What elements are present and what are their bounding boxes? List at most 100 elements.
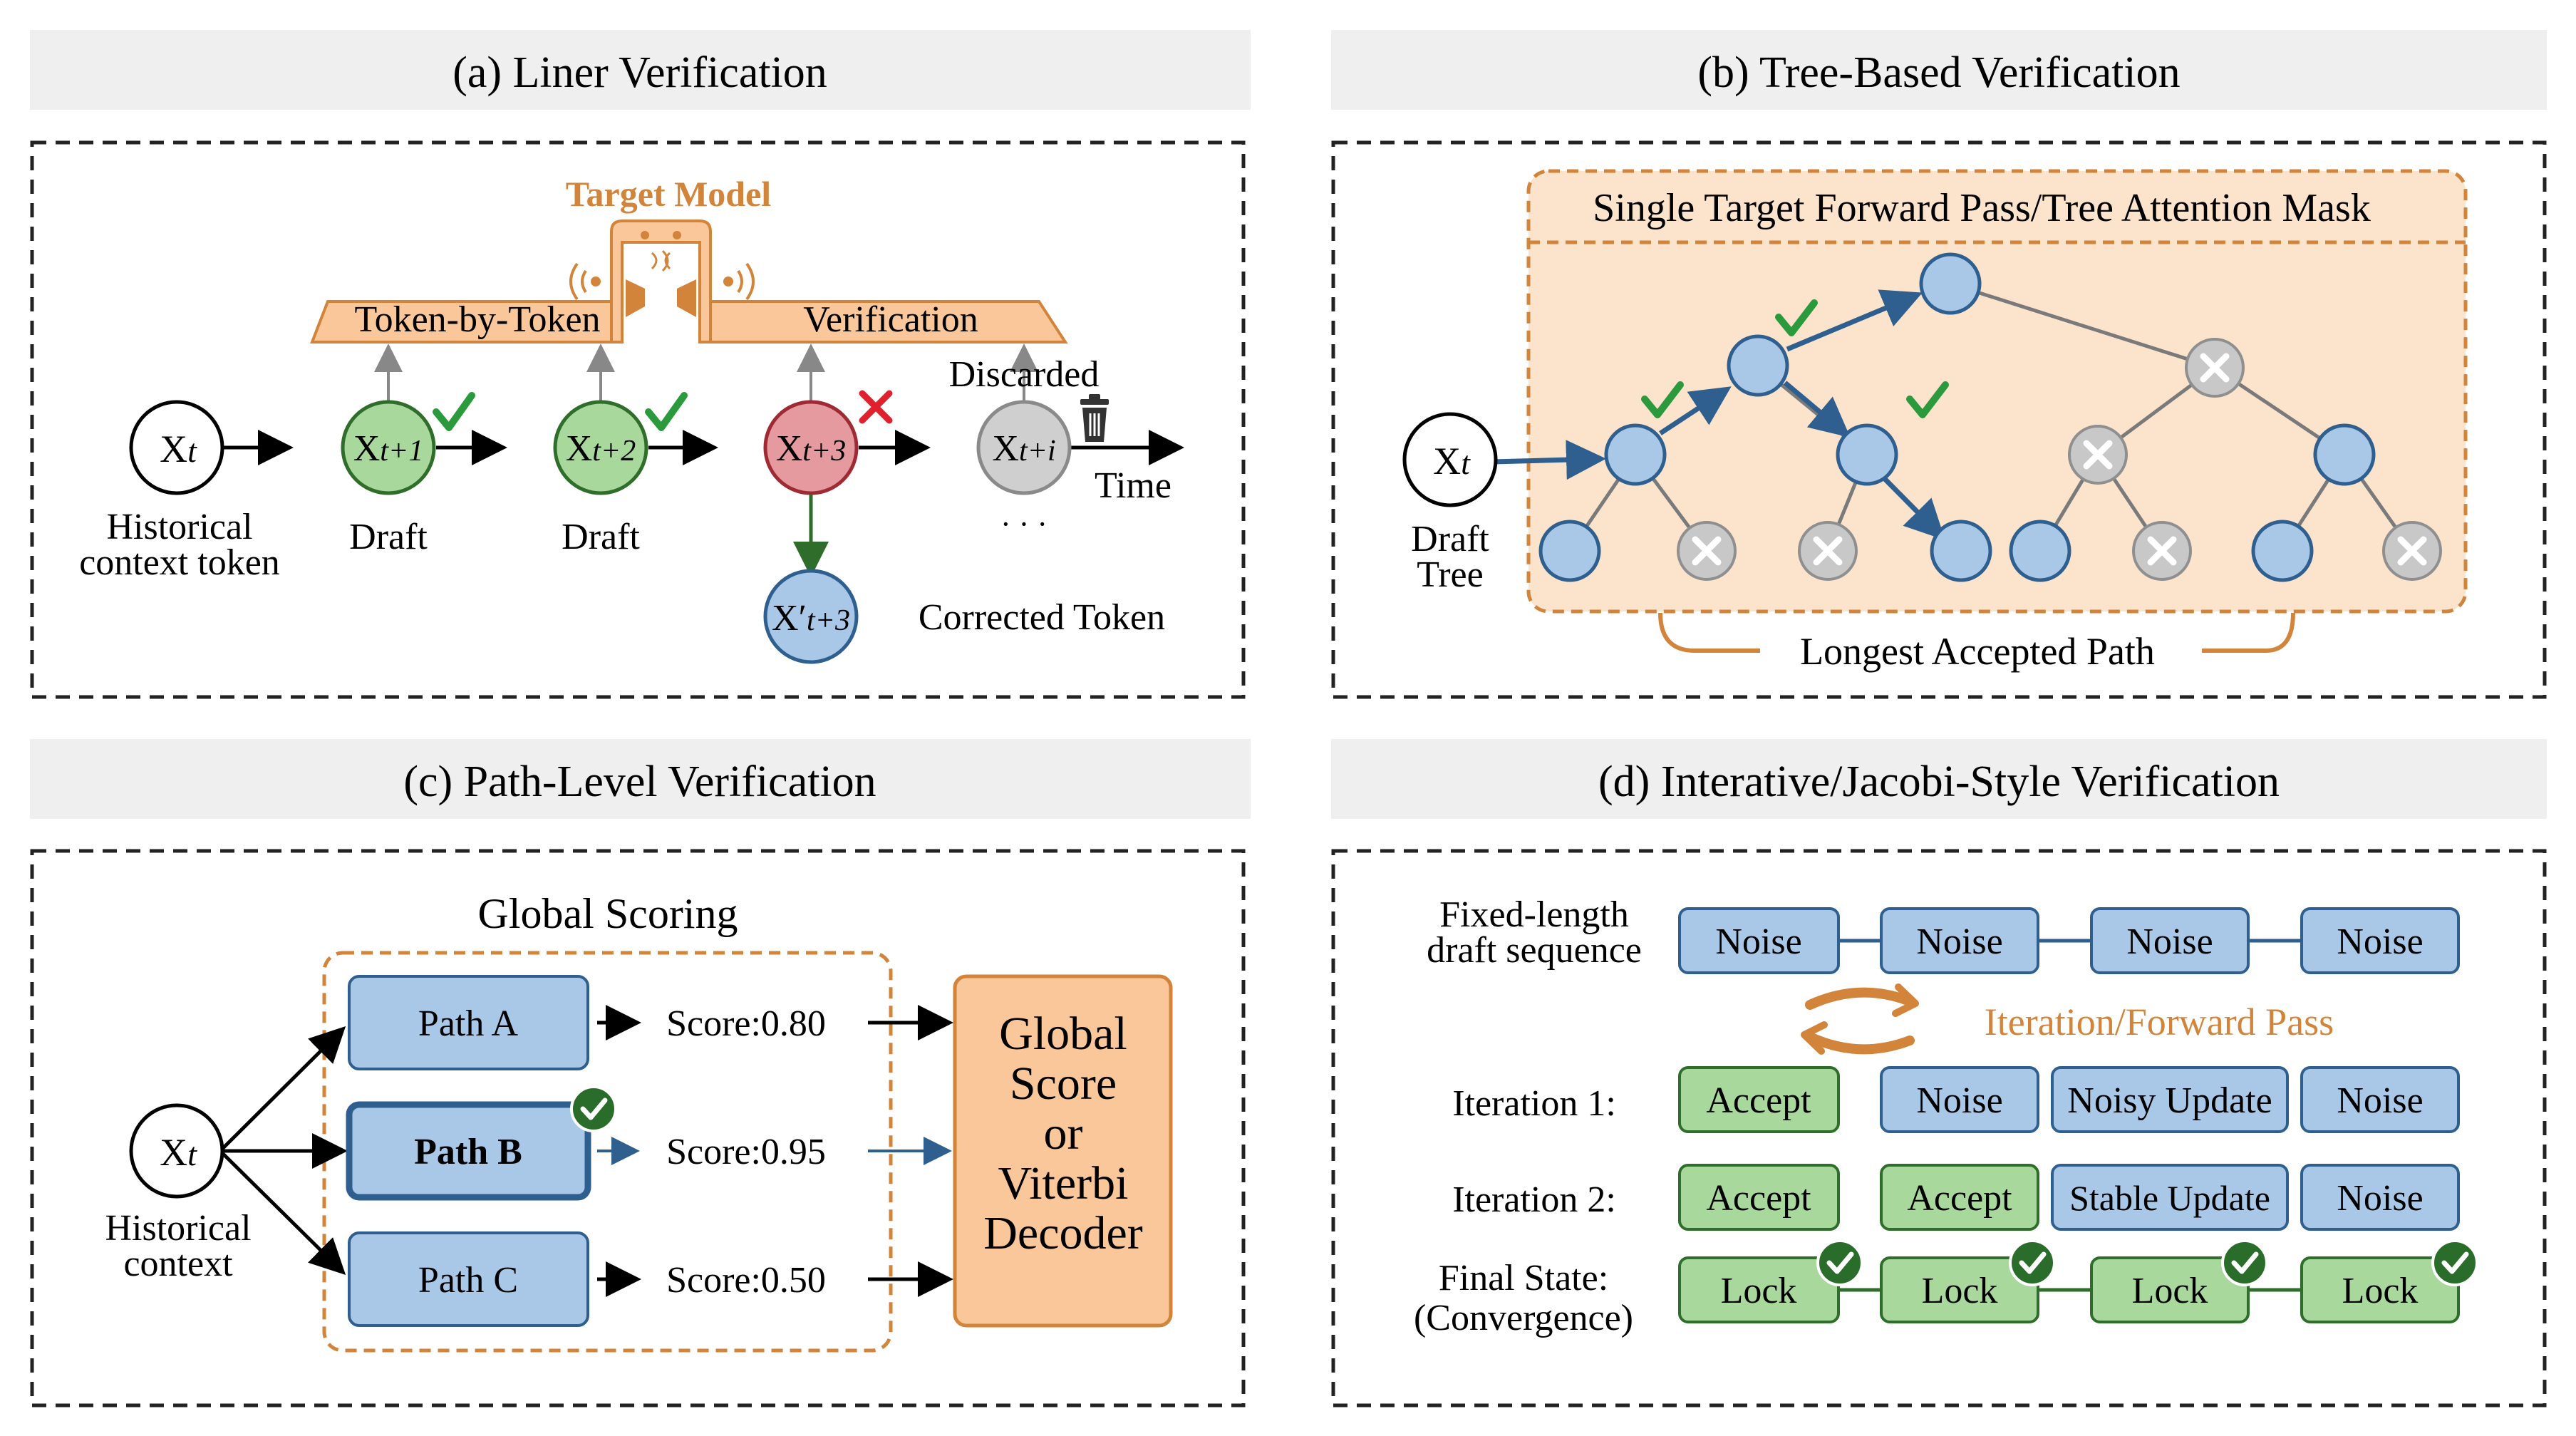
verification-label: Verification [803, 299, 978, 340]
svg-text:Noise: Noise [2337, 1178, 2423, 1219]
check-icon [2223, 1241, 2267, 1285]
draft-tree-label-2: Tree [1417, 554, 1483, 595]
row2-accept-2: Accept [1880, 1164, 2039, 1231]
token-by-token-label: Token-by-Token [354, 299, 600, 340]
panel-d: (d) Interative/Jacobi-Style Verification… [1331, 739, 2547, 1407]
historical-label-2: context token [79, 542, 280, 583]
row0-noise-4: Noise [2300, 907, 2460, 974]
svg-text:Noise: Noise [1715, 921, 1801, 962]
row0-noise-2: Noise [1880, 907, 2039, 974]
panel-a-frame [30, 140, 1246, 699]
panel-b-frame [1331, 140, 2547, 699]
svg-text:Score: Score [1010, 1058, 1117, 1110]
ellipsis: · · · [1000, 507, 1048, 542]
panel-a-header [30, 30, 1251, 110]
row3-lock-1: Lock [1678, 1256, 1840, 1323]
svg-text:X′t+3: X′t+3 [772, 598, 850, 639]
svg-text:Noise: Noise [2126, 921, 2213, 962]
panel-c-header [30, 739, 1251, 819]
panel-d-title: (d) Interative/Jacobi-Style Verification [1598, 758, 2280, 806]
svg-text:Path A: Path A [418, 1003, 519, 1044]
node-xt: Xt [129, 400, 224, 495]
fixed-length-label: Fixed-length [1439, 894, 1629, 935]
node-xt-c: Xt [129, 1103, 224, 1199]
path-b-box: Path B [346, 1101, 591, 1201]
node-xt3-rejected: Xt+3 [763, 400, 859, 495]
corrected-token-label: Corrected Token [919, 597, 1165, 638]
row3-lock-3: Lock [2090, 1256, 2250, 1323]
score-a: Score:0.80 [666, 1003, 826, 1044]
row2-stable-update-3: Stable Update [2051, 1164, 2289, 1231]
trash-icon [1080, 394, 1109, 442]
node-corrected: X′t+3 [763, 569, 859, 664]
global-scoring-label: Global Scoring [478, 890, 738, 937]
check-icon [1775, 299, 1818, 336]
row1-noise-2: Noise [1880, 1066, 2039, 1133]
panel-a-title: (a) Liner Verification [452, 48, 827, 97]
check-icon [1818, 1241, 1862, 1285]
path-a-box: Path A [348, 975, 589, 1070]
svg-text:Global: Global [999, 1008, 1127, 1060]
row2-noise-4: Noise [2300, 1164, 2460, 1231]
row0-noise-1: Noise [1678, 907, 1840, 974]
panel-b-header [1331, 30, 2547, 110]
svg-text:Lock: Lock [2342, 1271, 2419, 1311]
svg-text:Xt: Xt [1433, 440, 1471, 482]
svg-text:Lock: Lock [1922, 1271, 1998, 1311]
panel-b: (b) Tree-Based Verification Single Targe… [1331, 30, 2547, 699]
panel-a: (a) Liner Verification Target Model Toke… [30, 30, 1251, 699]
svg-text:Viterbi: Viterbi [998, 1157, 1129, 1209]
iteration2-label: Iteration 2: [1452, 1179, 1616, 1220]
target-model-label: Target Model [566, 174, 771, 214]
longest-path-bracket [1658, 612, 2295, 653]
svg-text:Path B: Path B [414, 1132, 522, 1172]
final-state-label-2: (Convergence) [1414, 1298, 1633, 1338]
check-icon [1906, 381, 1949, 418]
reject-x-icon [859, 390, 893, 424]
historical-context-label: Historical [105, 1208, 251, 1249]
row3-lock-4: Lock [2300, 1256, 2460, 1323]
check-icon [433, 392, 475, 431]
svg-text:Accept: Accept [1706, 1178, 1811, 1219]
panel-b-title: (b) Tree-Based Verification [1697, 48, 2180, 97]
svg-text:Decoder: Decoder [983, 1207, 1143, 1259]
svg-text:Xt+2: Xt+2 [566, 428, 636, 469]
fixed-length-label-2: draft sequence [1427, 930, 1642, 971]
panel-c-frame [30, 849, 1246, 1407]
check-icon [2433, 1241, 2477, 1285]
panel-c-title: (c) Path-Level Verification [403, 758, 876, 806]
iteration1-label: Iteration 1: [1452, 1083, 1616, 1124]
row1-noisy-update-3: Noisy Update [2051, 1066, 2289, 1133]
path-c-box: Path C [348, 1231, 589, 1327]
historical-context-label-2: context [123, 1244, 233, 1284]
svg-text:or: or [1044, 1107, 1083, 1159]
target-model-gate [610, 219, 712, 343]
time-label: Time [1095, 465, 1171, 506]
svg-text:Noisy Update: Noisy Update [2067, 1080, 2272, 1121]
svg-text:Noise: Noise [1916, 1080, 2002, 1121]
svg-text:Path C: Path C [418, 1260, 518, 1301]
draft-label-2: Draft [562, 517, 640, 557]
signal-waves-left-icon [569, 262, 601, 301]
mask-title: Single Target Forward Pass/Tree Attentio… [1593, 186, 2371, 230]
node-xt-root: Xt [1402, 412, 1498, 507]
row0-noise-3: Noise [2090, 907, 2250, 974]
svg-text:Noise: Noise [2337, 1080, 2423, 1121]
check-icon [1641, 381, 1684, 418]
global-decoder-box: Global Score or Viterbi Decoder [953, 974, 1173, 1328]
historical-label: Historical [106, 507, 252, 547]
svg-text:Accept: Accept [1907, 1178, 2012, 1219]
discarded-label: Discarded [949, 354, 1100, 395]
tree-attention-mask [1526, 169, 2468, 614]
accepted-path [1492, 289, 1945, 540]
svg-text:Accept: Accept [1706, 1080, 1811, 1121]
check-icon [571, 1087, 616, 1131]
svg-text:Lock: Lock [1721, 1271, 1797, 1311]
longest-path-label: Longest Accepted Path [1800, 630, 2155, 673]
row3-lock-2: Lock [1880, 1256, 2039, 1323]
svg-text:Noise: Noise [1916, 921, 2002, 962]
draft-label-1: Draft [349, 517, 428, 557]
score-c: Score:0.50 [666, 1260, 826, 1301]
panel-d-frame [1331, 849, 2547, 1407]
